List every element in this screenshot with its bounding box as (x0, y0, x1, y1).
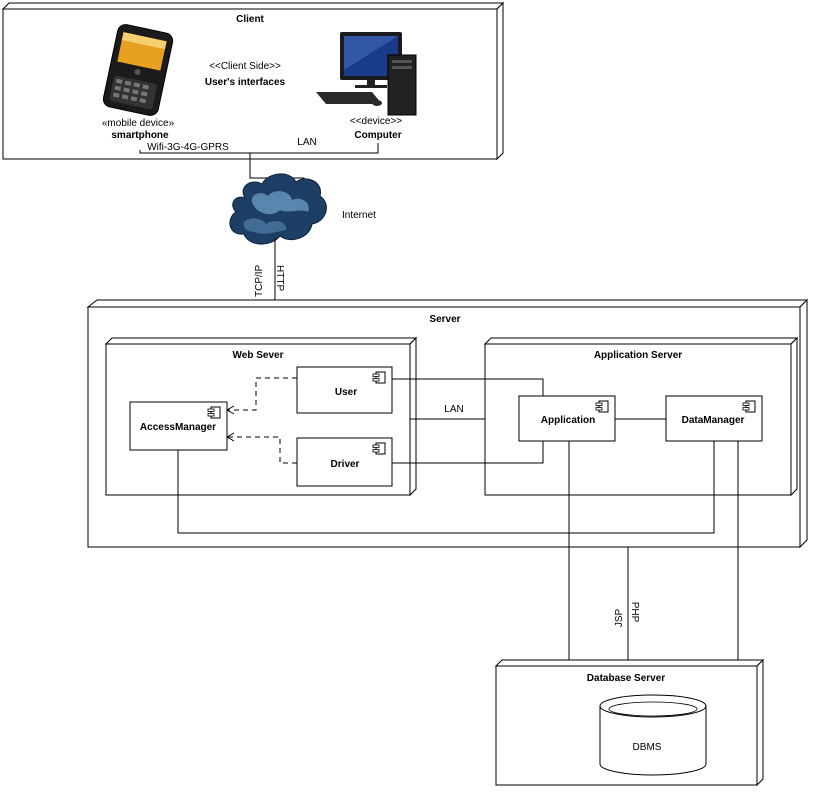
component-accessmanager (129, 401, 228, 451)
app-server-title: Application Server (594, 350, 682, 361)
component-icon (595, 400, 609, 413)
server-title: Server (429, 314, 460, 325)
smartphone-stereotype: «mobile device» (102, 118, 175, 129)
client-lan-label: LAN (297, 137, 316, 148)
user-application-line (392, 378, 544, 396)
computer-icon (316, 32, 417, 116)
dbms-database-icon (599, 694, 707, 776)
component-application-label: Application (541, 415, 595, 426)
database-server-title: Database Server (587, 673, 665, 684)
dbms-label: DBMS (633, 742, 662, 753)
smartphone-name: smartphone (111, 130, 169, 141)
client-lan-line (139, 143, 379, 154)
component-icon (372, 371, 386, 384)
smartphone-icon (102, 24, 174, 116)
php-label: PHP (629, 602, 640, 623)
component-user-label: User (335, 387, 357, 398)
client-subtitle: User's interfaces (205, 77, 286, 88)
client-title: Client (236, 14, 264, 25)
component-datamanager (665, 395, 763, 442)
server-lan-label: LAN (444, 404, 463, 415)
computer-stereotype: <<device>> (350, 116, 402, 127)
accessmanager-datamanager-line (177, 441, 715, 534)
jsp-label: JSP (614, 609, 625, 628)
client-stereotype: <<Client Side>> (209, 61, 281, 72)
internet-cloud-icon (229, 173, 327, 245)
user-accessmanager-dependency (228, 377, 297, 411)
computer-name: Computer (354, 130, 401, 141)
driver-accessmanager-dependency (228, 436, 297, 464)
component-application (518, 395, 616, 442)
component-user (296, 366, 393, 414)
component-driver-label: Driver (331, 459, 360, 470)
http-label: HTTP (274, 265, 285, 291)
tcpip-label: TCP/IP (254, 264, 265, 297)
smartphone-link-label: Wifi-3G-4G-GPRS (147, 142, 229, 153)
component-icon (207, 406, 221, 419)
component-icon (372, 442, 386, 455)
component-driver (296, 437, 393, 487)
internet-label: Internet (342, 210, 376, 221)
component-accessmanager-label: AccessManager (140, 422, 216, 433)
driver-application-line (392, 441, 544, 464)
component-icon (742, 400, 756, 413)
component-datamanager-label: DataManager (682, 415, 745, 426)
web-server-title: Web Sever (233, 350, 284, 361)
